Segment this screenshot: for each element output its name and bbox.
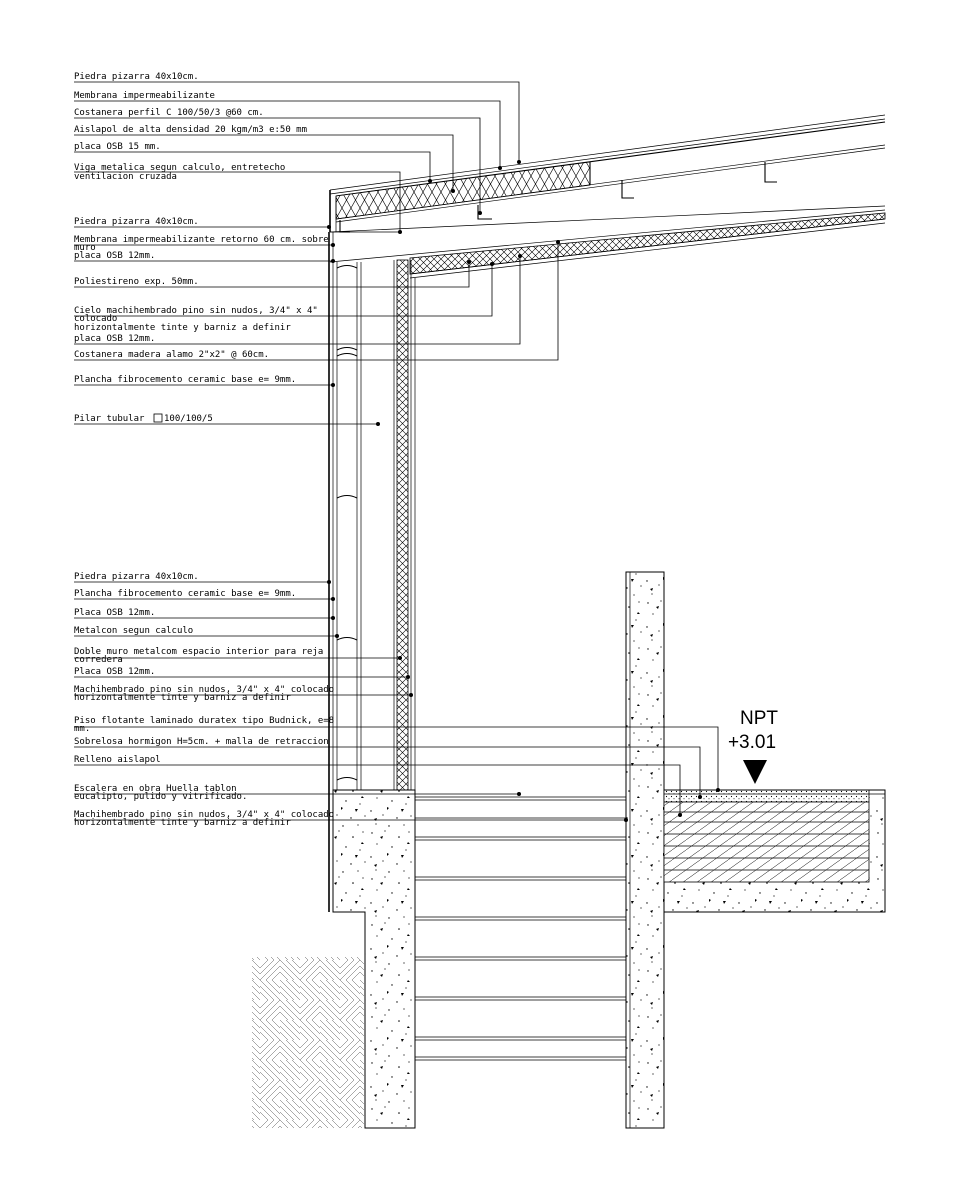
label-text: Membrana impermeabilizante xyxy=(74,91,215,101)
label-text: horizontalmente tinte y barniz a definir xyxy=(74,693,291,703)
label-text: Placa OSB 12mm. xyxy=(74,608,155,618)
label-text: ventilacion cruzada xyxy=(74,172,177,182)
label-text: Cielo machihembrado pino sin nudos, 3/4"… xyxy=(74,306,318,316)
label-text: Machihembrado pino sin nudos, 3/4" x 4" … xyxy=(74,685,334,695)
label-text: Relleno aislapol xyxy=(74,755,161,765)
label-text: Plancha fibrocemento ceramic base e= 9mm… xyxy=(74,375,296,385)
label-text: Piso flotante laminado duratex tipo Budn… xyxy=(74,716,334,726)
label-text: Machihembrado pino sin nudos, 3/4" x 4" … xyxy=(74,810,334,820)
label-text: eucalipto, pulido y vitrificado. xyxy=(74,792,247,802)
label-text: Doble muro metalcom espacio interior par… xyxy=(74,647,323,657)
roof-assembly xyxy=(329,114,886,279)
label-text: Placa OSB 12mm. xyxy=(74,667,155,677)
label-text: placa OSB 12mm. xyxy=(74,334,155,344)
label-text: horizontalmente tinte y barniz a definir xyxy=(74,323,291,333)
label-text: Poliestireno exp. 50mm. xyxy=(74,277,199,287)
leader-lines xyxy=(74,81,719,821)
level-triangle xyxy=(743,760,767,784)
leader-dots xyxy=(327,160,720,822)
square-section-icon xyxy=(153,413,163,423)
label-text: Costanera perfil C 100/50/3 @60 cm. xyxy=(74,108,264,118)
label-text: Escalera en obra Huella tablon xyxy=(74,784,237,794)
label-text: Piedra pizarra 40x10cm. xyxy=(74,217,199,227)
label-text: Sobrelosa hormigon H=5cm. + malla de ret… xyxy=(74,737,329,747)
label-text: Costanera madera alamo 2"x2" @ 60cm. xyxy=(74,350,269,360)
level-marker-value: +3.01 xyxy=(728,732,776,753)
label-text: horizontalmente tinte y barniz a definir xyxy=(74,818,291,828)
concrete-structure xyxy=(252,571,886,1129)
label-text: mm. xyxy=(74,724,90,734)
level-marker: NPT +3.01 xyxy=(728,708,778,784)
label-text: Metalcon segun calculo xyxy=(74,626,193,636)
label-text: 100/100/5 xyxy=(164,414,213,424)
label-text: Pilar tubular xyxy=(74,414,145,424)
label-text: placa OSB 12mm. xyxy=(74,251,155,261)
level-marker-name: NPT xyxy=(740,708,778,729)
label-text: placa OSB 15 mm. xyxy=(74,142,161,152)
label-text: colocado xyxy=(74,314,117,324)
label-text: corredera xyxy=(74,655,123,665)
annotation-labels: Piedra pizarra 40x10cm. Membrana imperme… xyxy=(74,72,334,828)
label-text: muro xyxy=(74,243,96,253)
stair-treads xyxy=(415,796,626,1061)
label-text: Plancha fibrocemento ceramic base e= 9mm… xyxy=(74,589,296,599)
label-text: Membrana impermeabilizante retorno 60 cm… xyxy=(74,235,329,245)
label-text: Aislapol de alta densidad 20 kgm/m3 e:50… xyxy=(74,125,307,135)
label-text: Piedra pizarra 40x10cm. xyxy=(74,572,199,582)
label-text: Viga metalica segun calculo, entretecho xyxy=(74,163,285,173)
label-text: Piedra pizarra 40x10cm. xyxy=(74,72,199,82)
